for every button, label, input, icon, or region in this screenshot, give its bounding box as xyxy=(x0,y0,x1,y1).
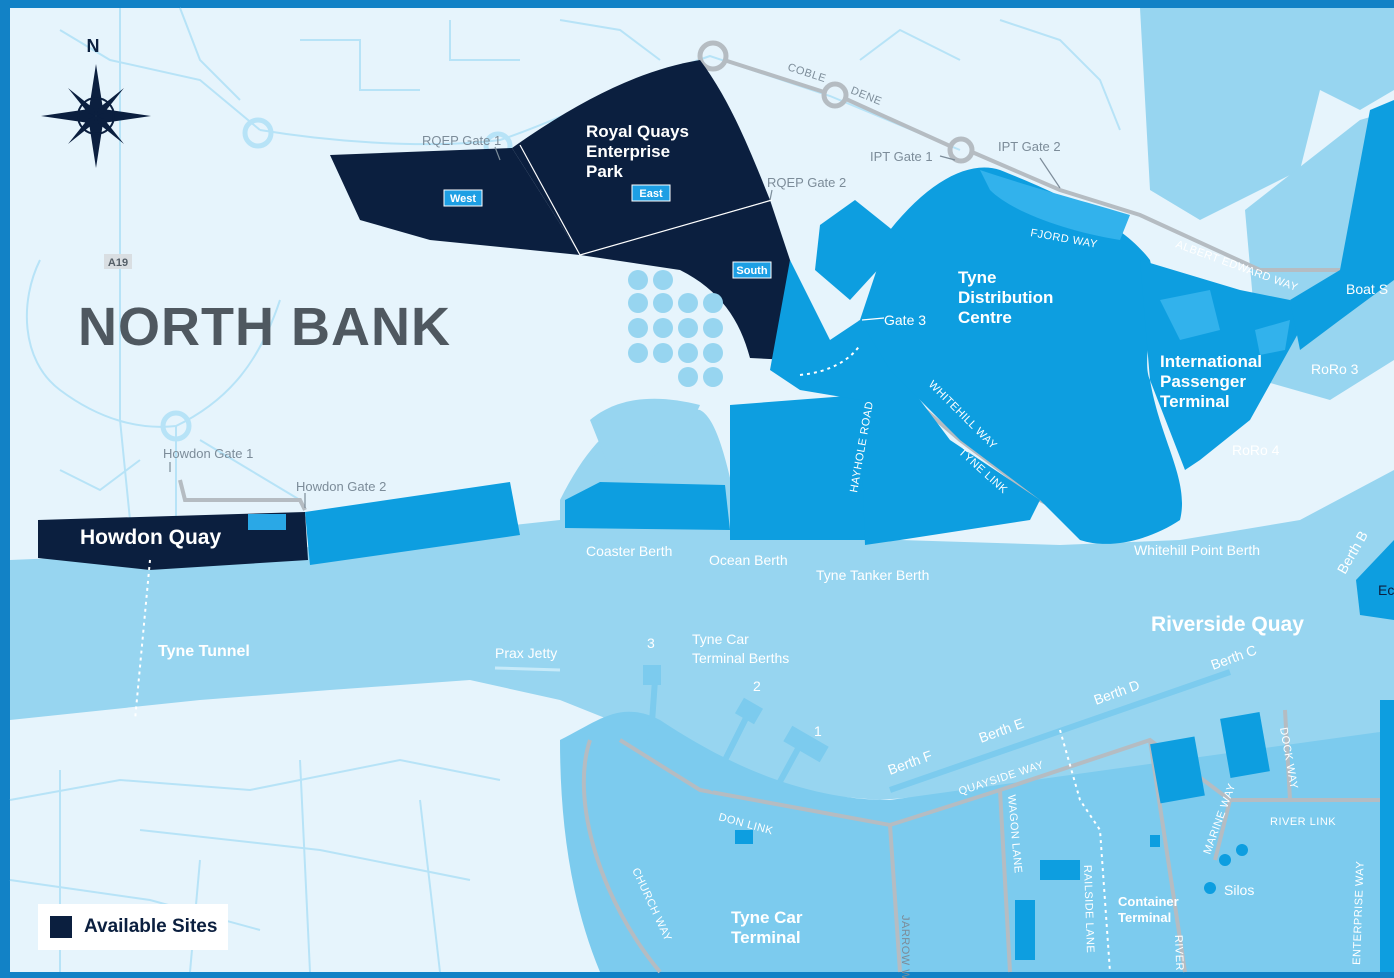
badge-east-text: East xyxy=(639,188,663,200)
badge-east[interactable] xyxy=(631,184,671,202)
berth-ec: Ec xyxy=(1378,582,1394,598)
dock-water xyxy=(1140,8,1394,220)
site-royal-quays-east[interactable] xyxy=(512,60,770,255)
badge-south-text: South xyxy=(736,265,767,277)
berth-tyne-car-1: Tyne Car xyxy=(692,631,749,647)
road-badge-a19 xyxy=(104,254,132,269)
legend-swatch-available xyxy=(50,916,72,938)
gate-howdon-1: Howdon Gate 1 xyxy=(163,446,253,461)
site-royal-quays-label-2: Enterprise xyxy=(586,142,670,161)
roundabouts-main xyxy=(697,40,975,164)
berth-roro-4: RoRo 4 xyxy=(1232,442,1280,458)
berth-tyne-tanker: Tyne Tanker Berth xyxy=(816,567,929,583)
site-royal-quays-label-3: Park xyxy=(586,162,623,181)
gate-rqep-2: RQEP Gate 2 xyxy=(767,175,846,190)
place-tyne-car-terminal-1: Tyne Car xyxy=(731,908,803,927)
berth-tyne-car-2: Terminal Berths xyxy=(692,650,789,666)
site-howdon-quay-label: Howdon Quay xyxy=(80,526,221,549)
howdon-shed xyxy=(248,514,286,530)
gate-rqep-1: RQEP Gate 1 xyxy=(422,133,501,148)
berth-ocean: Ocean Berth xyxy=(709,552,788,568)
place-tyne-tunnel: Tyne Tunnel xyxy=(158,643,250,660)
silos-dots xyxy=(1204,844,1248,894)
gate-3-arrow xyxy=(861,317,885,321)
badge-west-text: West xyxy=(450,193,476,205)
place-silos: Silos xyxy=(1224,882,1254,898)
gate-ipt-1: IPT Gate 1 xyxy=(870,149,933,164)
region-title: NORTH BANK xyxy=(78,297,451,357)
prax-jetty-line xyxy=(494,666,561,672)
dotted-lines xyxy=(134,344,1111,973)
berth-coaster: Coaster Berth xyxy=(586,543,672,559)
port-areas-south xyxy=(735,711,1270,960)
road-river-link: RIVER LINK xyxy=(1270,816,1336,828)
tank-field xyxy=(628,270,723,387)
place-riverside-quay: Riverside Quay xyxy=(1151,613,1304,636)
site-dividers xyxy=(519,144,773,256)
badge-south[interactable] xyxy=(732,261,772,279)
berth-roro-3: RoRo 3 xyxy=(1311,361,1359,377)
place-tdc-1: Tyne xyxy=(958,268,996,287)
berth-num-3: 3 xyxy=(647,635,655,651)
inlet xyxy=(590,398,700,470)
place-tdc-2: Distribution xyxy=(958,288,1053,307)
badge-west[interactable] xyxy=(443,189,483,207)
place-container-terminal-2: Terminal xyxy=(1118,910,1171,925)
site-royal-quays-south[interactable] xyxy=(580,200,810,360)
jetty-heads xyxy=(643,665,829,763)
berth-whitehill-point: Whitehill Point Berth xyxy=(1134,542,1260,558)
legend-label: Available Sites xyxy=(84,916,218,937)
port-areas-north xyxy=(305,100,1394,972)
gate-ipt-2: IPT Gate 2 xyxy=(998,139,1061,154)
road-railside-lane: RAILSIDE LANE xyxy=(1081,865,1096,954)
road-river-drive: RIVER xyxy=(1172,935,1185,972)
place-container-terminal-1: Container xyxy=(1118,894,1179,909)
compass-icon xyxy=(41,64,151,168)
port-tiles xyxy=(980,170,1290,355)
place-tyne-car-terminal-2: Terminal xyxy=(731,928,801,947)
road-enterprise-way: ENTERPRISE WAY xyxy=(1351,860,1367,965)
gate-arrows xyxy=(169,146,1061,508)
berth-prax-jetty: Prax Jetty xyxy=(495,645,557,661)
legend: Available Sites xyxy=(38,904,228,950)
place-ipt-1: International xyxy=(1160,352,1262,371)
place-ipt-2: Passenger xyxy=(1160,372,1246,391)
site-royal-quays-label-1: Royal Quays xyxy=(586,122,689,141)
site-howdon-quay[interactable] xyxy=(38,512,308,570)
berth-boat-s: Boat S xyxy=(1346,281,1388,297)
berth-num-1: 1 xyxy=(814,723,822,739)
compass-north-label: N xyxy=(87,36,100,56)
gate-3: Gate 3 xyxy=(884,312,926,328)
place-tdc-3: Centre xyxy=(958,308,1012,327)
berth-num-2: 2 xyxy=(753,678,761,694)
gate-howdon-2: Howdon Gate 2 xyxy=(296,479,386,494)
place-ipt-3: Terminal xyxy=(1160,392,1230,411)
road-badge-a19-text: A19 xyxy=(108,257,128,269)
streets-north xyxy=(25,7,1121,521)
road-jarrow-way: JARROW WAY xyxy=(899,915,911,978)
